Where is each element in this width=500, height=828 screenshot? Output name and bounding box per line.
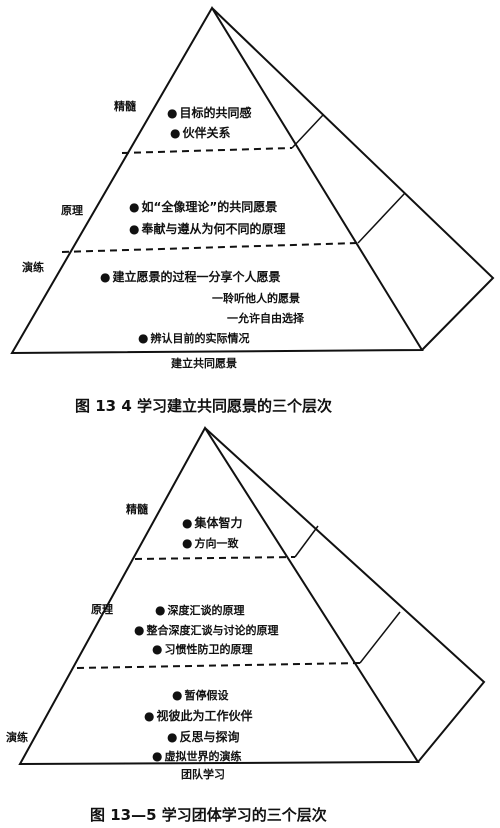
principle-item: 如“全像理论”的共同愿景 xyxy=(129,201,277,213)
pyramid-1-side-face xyxy=(211,7,495,351)
pyramid-figure-2: 精髓 原理 演练 集体智力 方向一致 深度汇谈的原理 整合深度汇谈与讨论的原理 … xyxy=(0,414,500,824)
practice-subitem: 一聆听他人的愿景 xyxy=(212,292,300,305)
practice-item: 建立愿景的过程一分享个人愿景 xyxy=(100,271,280,283)
level-label-principle: 原理 xyxy=(91,603,113,616)
level-label-essence: 精髓 xyxy=(126,503,148,516)
pyramid-1-side-divider-top xyxy=(291,114,324,149)
principle-item: 奉献与遵从为何不同的原理 xyxy=(129,223,285,235)
principle-item: 习惯性防卫的原理 xyxy=(152,643,252,655)
essence-item: 伙伴关系 xyxy=(170,127,230,139)
pyramid-base-label: 建立共同愿景 xyxy=(171,357,237,370)
essence-item: 集体智力 xyxy=(182,517,242,529)
practice-item: 虚拟世界的演练 xyxy=(152,750,241,762)
pyramid-base-label: 团队学习 xyxy=(181,768,225,781)
practice-item: 视彼此为工作伙伴 xyxy=(144,710,252,722)
pyramid-1-drawing xyxy=(10,6,495,355)
practice-item: 辨认目前的实际情况 xyxy=(138,332,249,344)
pyramid-2-divider-top xyxy=(134,556,296,560)
pyramid-1-front-face xyxy=(10,6,424,355)
pyramid-2-side-divider-top xyxy=(294,525,319,558)
principle-item: 整合深度汇谈与讨论的原理 xyxy=(134,624,278,636)
practice-item: 反思与探询 xyxy=(167,731,239,743)
practice-item: 暂停假设 xyxy=(172,689,228,701)
figure-caption: 图 13 4 学习建立共同愿景的三个层次 xyxy=(75,397,332,415)
level-label-practice: 演练 xyxy=(22,261,44,274)
pyramid-2-side-face xyxy=(204,427,486,763)
level-label-principle: 原理 xyxy=(61,204,83,217)
level-label-essence: 精髓 xyxy=(114,100,136,113)
principle-item: 深度汇谈的原理 xyxy=(155,604,244,616)
pyramid-2-side-divider-bottom xyxy=(359,611,401,664)
pyramid-2-divider-bottom xyxy=(76,662,361,669)
level-label-practice: 演练 xyxy=(6,731,28,744)
practice-subitem: 一允许自由选择 xyxy=(227,312,304,325)
pyramid-2-drawing xyxy=(18,426,486,766)
essence-item: 方向一致 xyxy=(182,537,238,549)
pyramid-1-divider-bottom xyxy=(61,242,359,253)
essence-item: 目标的共同感 xyxy=(167,107,251,119)
figure-caption: 图 13—5 学习团体学习的三个层次 xyxy=(90,806,327,824)
pyramid-1-divider-top xyxy=(121,147,293,154)
pyramid-1-side-divider-bottom xyxy=(357,192,406,244)
pyramid-figure-1: 精髓 原理 演练 目标的共同感 伙伴关系 如“全像理论”的共同愿景 奉献与遵从为… xyxy=(0,0,500,415)
pyramid-2-front-face xyxy=(18,426,420,766)
